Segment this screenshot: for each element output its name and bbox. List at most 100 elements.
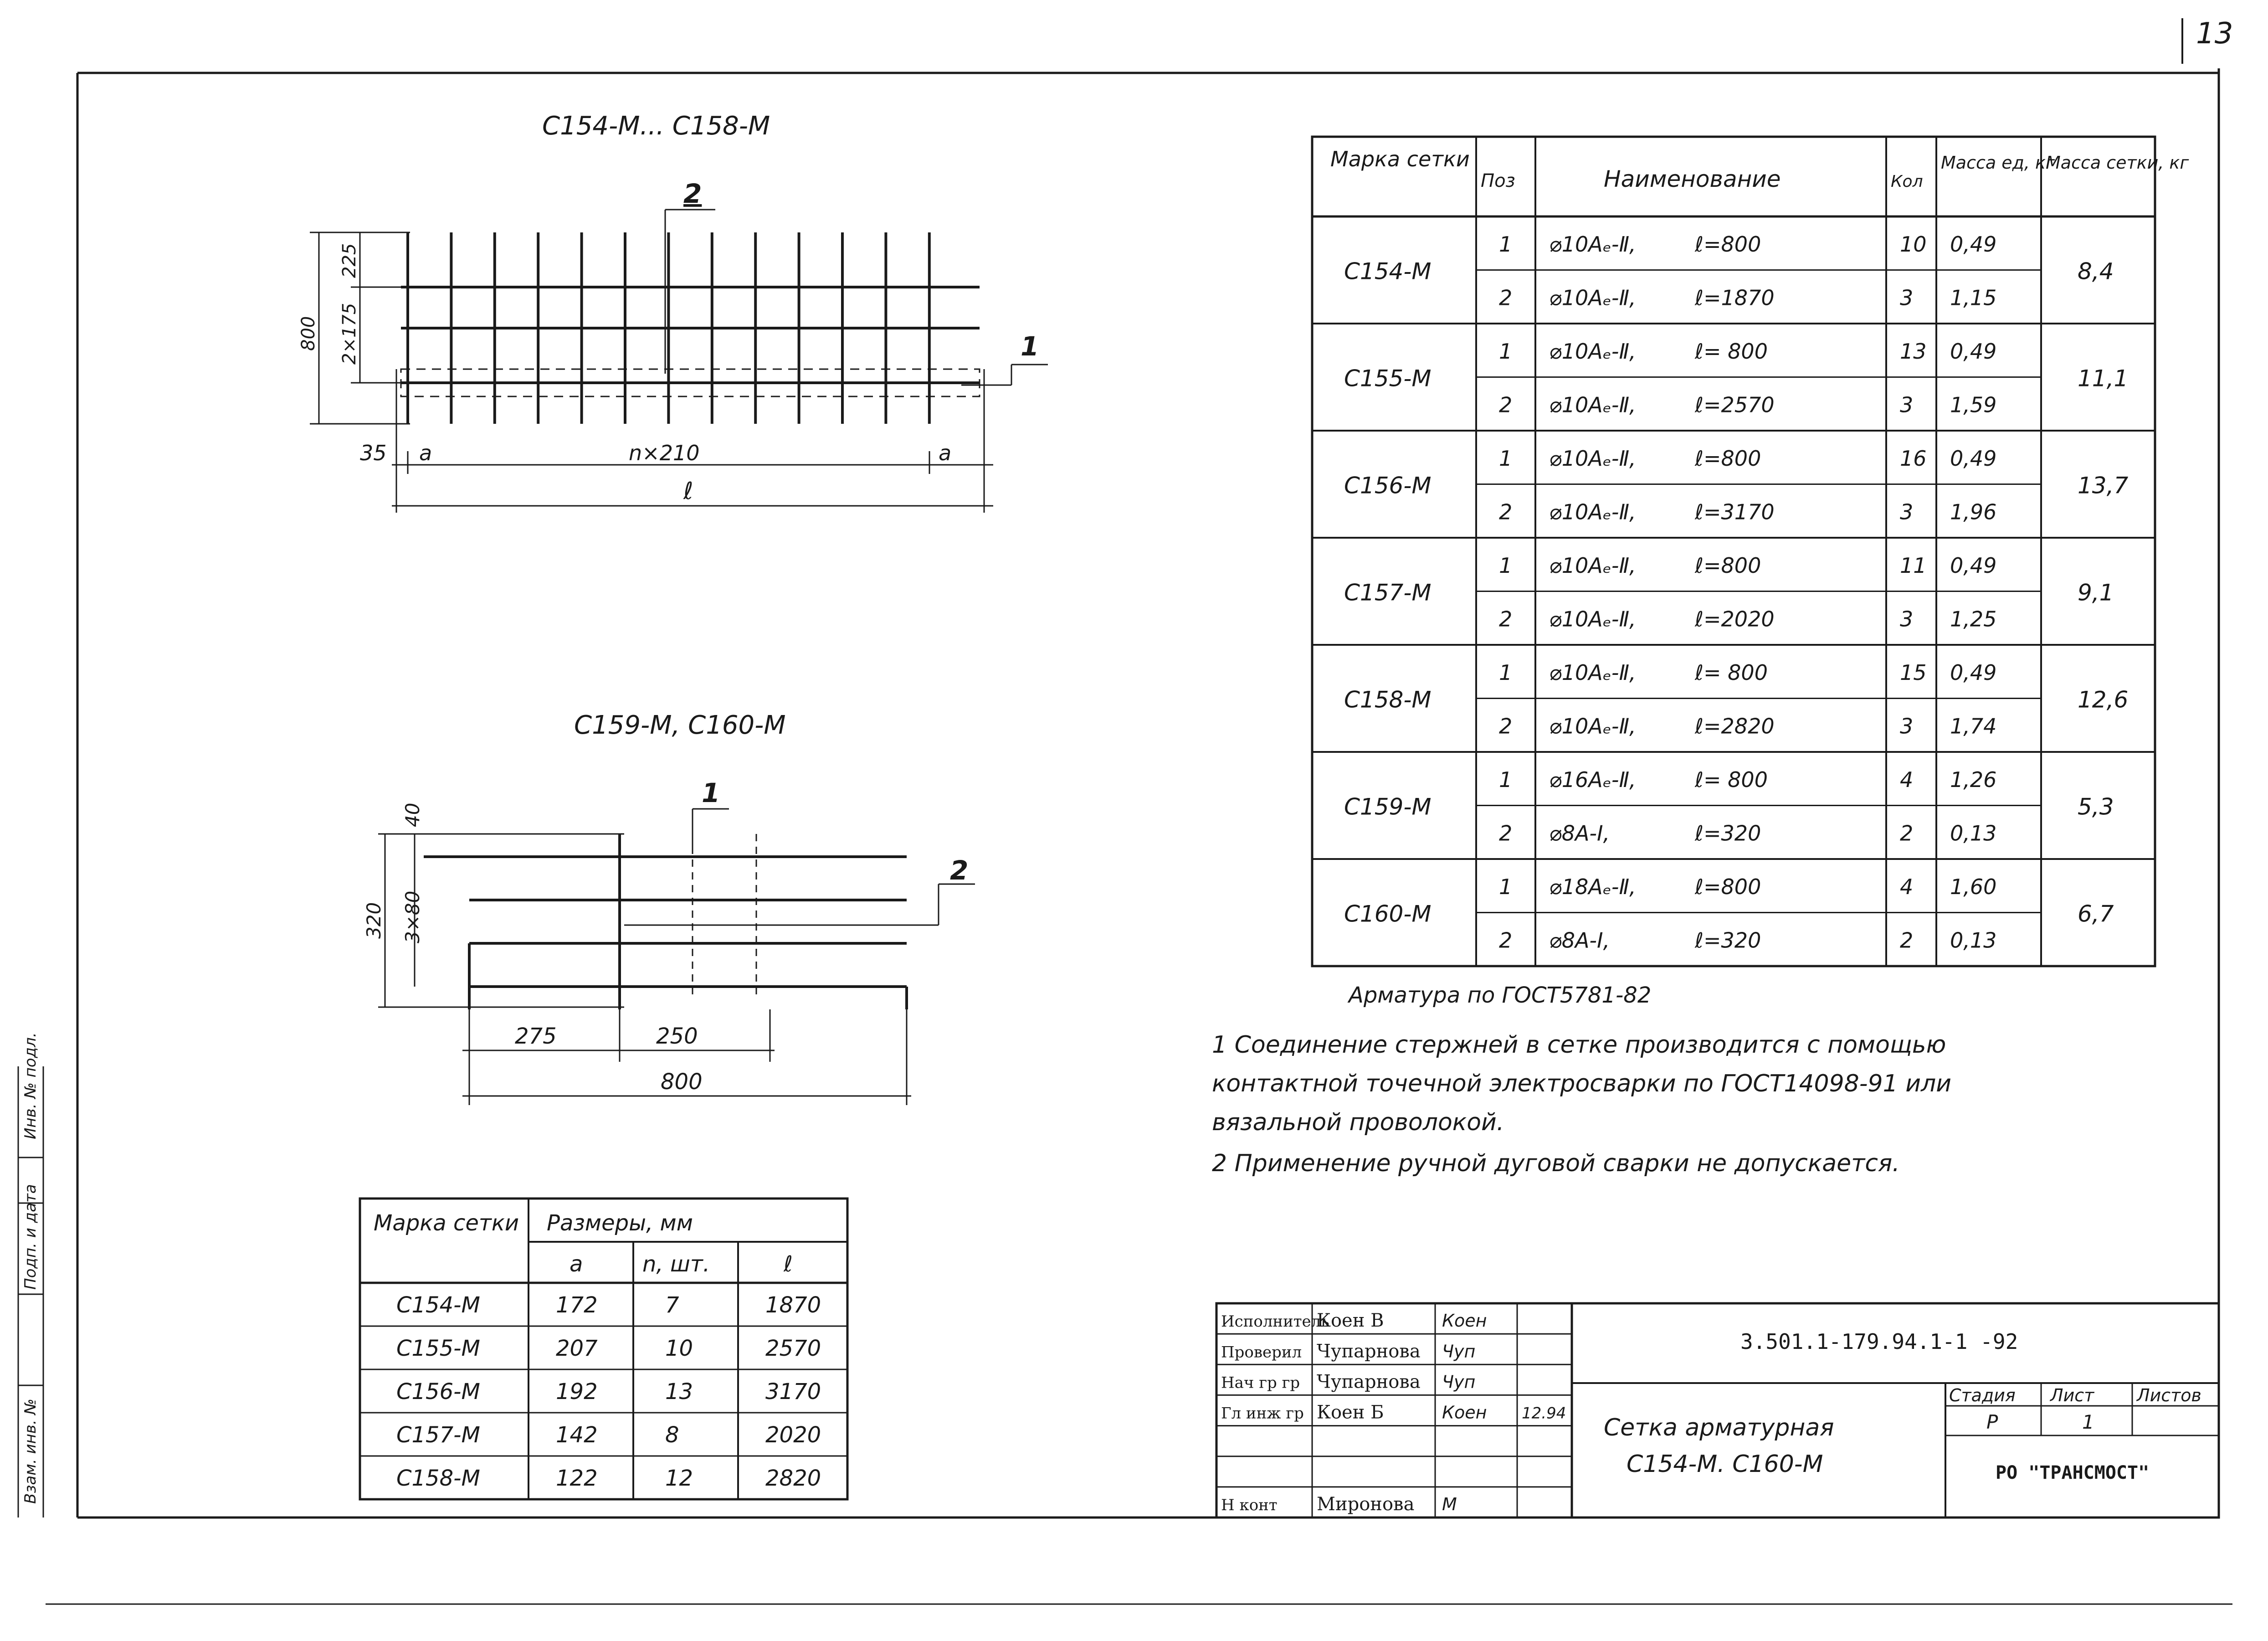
tb-date: 12.94 bbox=[1522, 1404, 1566, 1423]
fig2-dim-length: 800 bbox=[661, 1069, 703, 1095]
dim-row-l: 1870 bbox=[765, 1292, 821, 1318]
spec-name: ⌀16Аₑ-Ⅱ, bbox=[1549, 767, 1636, 792]
spec-unit-mass: 1,15 bbox=[1950, 285, 1996, 310]
dim-header-group: Размеры, мм bbox=[547, 1210, 693, 1236]
spec-pos: 1 bbox=[1499, 339, 1512, 364]
spec-name: ⌀18Аₑ-Ⅱ, bbox=[1549, 875, 1636, 899]
dim-row-l: 2020 bbox=[765, 1422, 821, 1448]
fig2-dim-total: 320 bbox=[363, 902, 385, 939]
spec-name: ⌀10Аₑ-Ⅱ, bbox=[1549, 714, 1636, 738]
stage-label: Стадия bbox=[1949, 1385, 2016, 1405]
fig1-dim-length: ℓ bbox=[683, 478, 693, 505]
tb-role: Проверил bbox=[1221, 1343, 1302, 1361]
spec-header-mesh-mass: Масса сетки, кг bbox=[2046, 153, 2189, 173]
spec-pos: 1 bbox=[1499, 660, 1512, 685]
spec-mass-total: 13,7 bbox=[2078, 473, 2129, 499]
spec-mass-total: 9,1 bbox=[2078, 580, 2114, 606]
spec-pos: 2 bbox=[1499, 928, 1512, 952]
spec-pos: 1 bbox=[1499, 875, 1512, 899]
spec-unit-mass: 0,49 bbox=[1950, 660, 1996, 685]
spec-name: ⌀10Аₑ-Ⅱ, bbox=[1549, 392, 1636, 417]
side-stamp-signature: Подп. и дата bbox=[21, 1184, 40, 1290]
spec-unit-mass: 0,49 bbox=[1950, 446, 1996, 471]
dim-row-mark: С157-М bbox=[396, 1422, 480, 1448]
doc-code: 3.501.1-179.94.1-1 -92 bbox=[1740, 1329, 2018, 1354]
spec-mark: С157-М bbox=[1344, 580, 1432, 606]
dim-row-n: 10 bbox=[665, 1336, 693, 1361]
spec-length: ℓ= 800 bbox=[1694, 660, 1768, 685]
dim-row-mark: С158-М bbox=[396, 1466, 480, 1491]
spec-mass-total: 11,1 bbox=[2078, 365, 2128, 392]
spec-length: ℓ=2570 bbox=[1694, 392, 1775, 417]
spec-qty: 4 bbox=[1900, 875, 1913, 899]
spec-length: ℓ=3170 bbox=[1694, 499, 1775, 524]
spec-mass-total: 12,6 bbox=[2078, 687, 2128, 713]
dim-subheader-l: ℓ bbox=[783, 1251, 793, 1277]
spec-qty: 10 bbox=[1900, 232, 1927, 257]
drawing-title-line1: Сетка арматурная bbox=[1604, 1414, 1834, 1441]
spec-length: ℓ= 800 bbox=[1694, 339, 1768, 364]
note-line-1: 1 Соединение стержней в сетке производит… bbox=[1212, 1031, 1946, 1059]
dim-row-n: 13 bbox=[665, 1379, 693, 1404]
spec-name: ⌀10Аₑ-Ⅱ, bbox=[1549, 285, 1636, 310]
tb-name: Коен В bbox=[1317, 1310, 1384, 1331]
sheet-label: Лист bbox=[2049, 1385, 2095, 1405]
spec-length: ℓ=800 bbox=[1694, 553, 1761, 578]
spec-pos: 2 bbox=[1499, 392, 1512, 417]
spec-name: ⌀8А-Ⅰ, bbox=[1549, 928, 1610, 952]
note-line-3: вязальной проволокой. bbox=[1212, 1109, 1504, 1136]
spec-qty: 3 bbox=[1900, 714, 1913, 738]
tb-name: Чупарнова bbox=[1317, 1371, 1421, 1392]
tb-role: Исполнитель bbox=[1221, 1312, 1329, 1331]
spec-pos: 2 bbox=[1499, 499, 1512, 524]
spec-pos: 2 bbox=[1499, 607, 1512, 631]
spec-qty: 15 bbox=[1900, 660, 1927, 685]
fig1-dim-span: n×210 bbox=[629, 441, 700, 465]
dim-header-mark: Марка сетки bbox=[374, 1210, 519, 1236]
spec-unit-mass: 1,25 bbox=[1950, 607, 1996, 631]
spec-name: ⌀10Аₑ-Ⅱ, bbox=[1549, 232, 1636, 257]
fig2-dim-d2: 250 bbox=[656, 1024, 698, 1049]
rebar-standard-note: Арматура по ГОСТ5781-82 bbox=[1347, 983, 1651, 1008]
spec-unit-mass: 0,49 bbox=[1950, 339, 1996, 364]
spec-qty: 2 bbox=[1900, 928, 1913, 952]
spec-header-name: Наименование bbox=[1604, 166, 1781, 192]
dim-row-mark: С155-М bbox=[396, 1336, 480, 1361]
spec-length: ℓ=2020 bbox=[1694, 607, 1775, 631]
fig1-dim-mid: 2×175 bbox=[339, 303, 360, 365]
spec-header-pos: Поз bbox=[1481, 170, 1515, 191]
spec-unit-mass: 1,74 bbox=[1950, 714, 1996, 738]
tb-name: Коен Б bbox=[1317, 1402, 1384, 1423]
spec-length: ℓ= 800 bbox=[1694, 767, 1768, 792]
spec-length: ℓ=800 bbox=[1694, 875, 1761, 899]
spec-qty: 3 bbox=[1900, 499, 1913, 524]
spec-unit-mass: 0,13 bbox=[1950, 821, 1996, 845]
dim-row-a: 142 bbox=[556, 1422, 598, 1448]
spec-qty: 16 bbox=[1900, 446, 1927, 471]
spec-mass-total: 8,4 bbox=[2078, 258, 2114, 285]
tb-role: Нач гр гр bbox=[1221, 1374, 1300, 1392]
spec-mark: С155-М bbox=[1344, 365, 1432, 392]
spec-unit-mass: 1,26 bbox=[1950, 767, 1996, 792]
dim-row-mark: С156-М bbox=[396, 1379, 480, 1404]
spec-length: ℓ=320 bbox=[1694, 928, 1761, 952]
stage-value: Р bbox=[1986, 1411, 1998, 1433]
dim-row-mark: С154-М bbox=[396, 1292, 480, 1318]
page-number: 13 bbox=[2196, 17, 2233, 51]
dim-subheader-n: n, шт. bbox=[642, 1251, 710, 1277]
spec-unit-mass: 1,59 bbox=[1950, 392, 1996, 417]
dim-row-n: 8 bbox=[665, 1422, 679, 1448]
spec-unit-mass: 0,49 bbox=[1950, 553, 1996, 578]
spec-qty: 3 bbox=[1900, 607, 1913, 631]
spec-mass-total: 6,7 bbox=[2078, 901, 2114, 927]
spec-pos: 1 bbox=[1499, 446, 1512, 471]
spec-name: ⌀8А-Ⅰ, bbox=[1549, 821, 1610, 845]
dim-row-n: 7 bbox=[665, 1292, 679, 1318]
spec-name: ⌀10Аₑ-Ⅱ, bbox=[1549, 446, 1636, 471]
spec-qty: 11 bbox=[1900, 553, 1927, 578]
spec-name: ⌀10Аₑ-Ⅱ, bbox=[1549, 553, 1636, 578]
tb-signature: М bbox=[1442, 1494, 1457, 1514]
spec-table bbox=[1311, 135, 2156, 967]
dim-row-a: 122 bbox=[556, 1466, 598, 1491]
